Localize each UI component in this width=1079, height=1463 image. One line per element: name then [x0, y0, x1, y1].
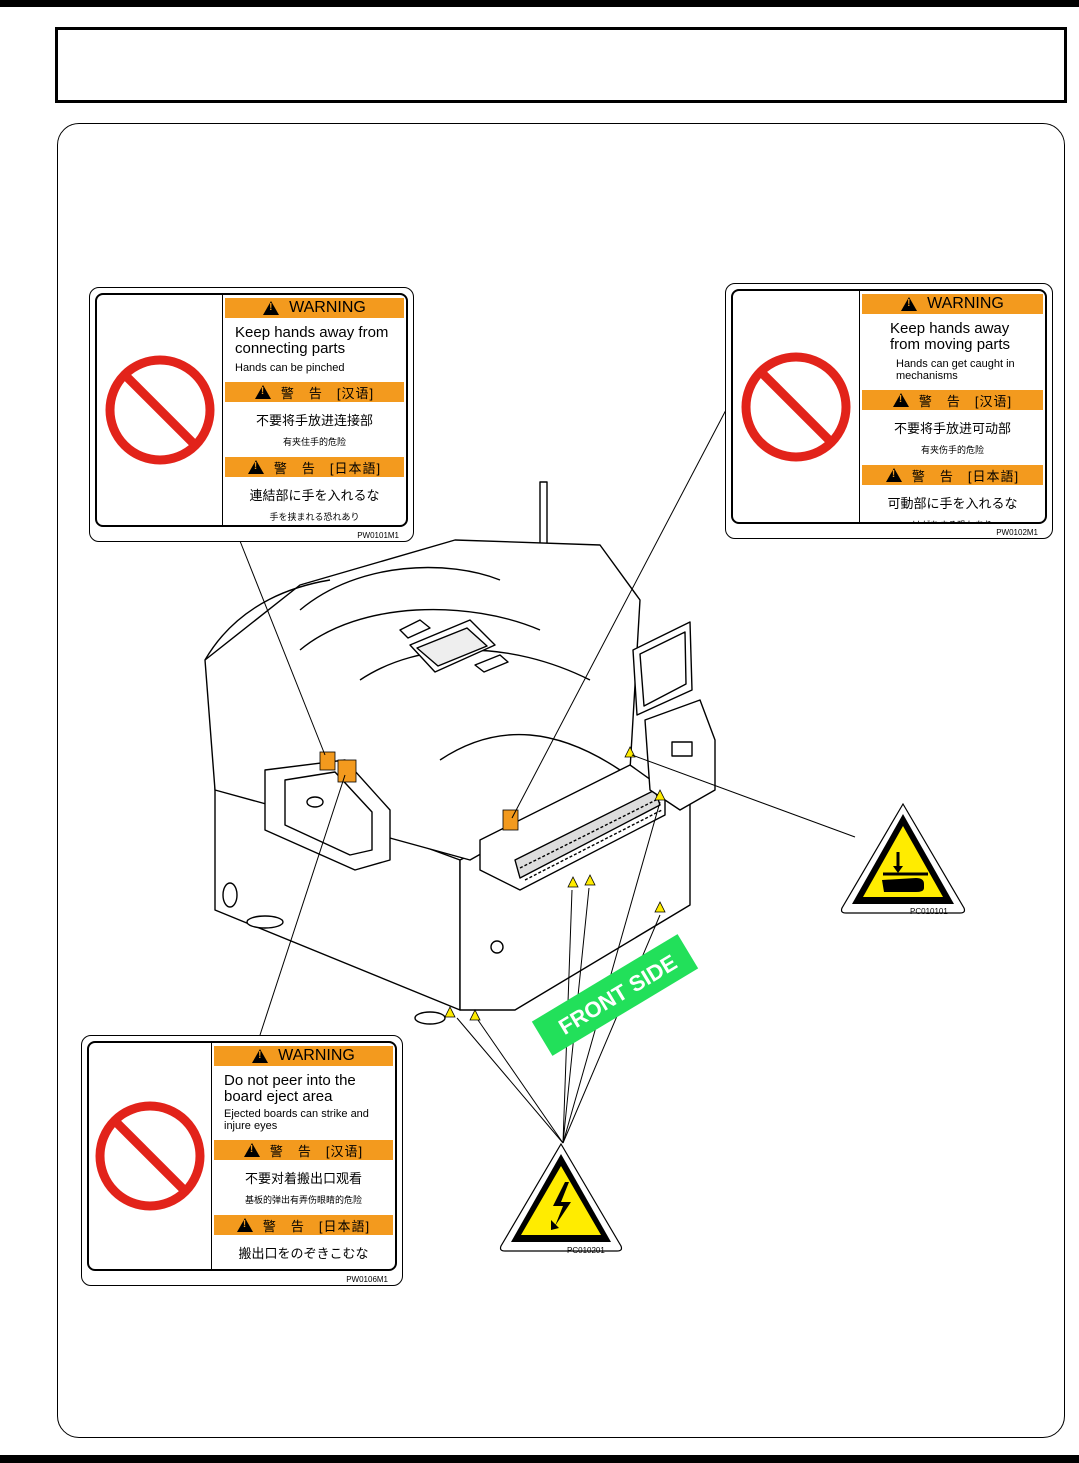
japanese-warning-band: 警 告 [日本語] [862, 465, 1043, 485]
chinese-detail: 有夹住手的危险 [282, 437, 346, 447]
main-frame [57, 123, 1065, 1438]
chinese-warning-band: 警 告 [汉语] [225, 382, 404, 402]
caution-label-pc010101: PC010101 [838, 800, 968, 920]
warning-message: Keep hands away from connecting parts [235, 324, 389, 357]
prohibition-icon [741, 352, 851, 461]
warning-triangle-icon [254, 385, 271, 399]
prohibition-icon-area [89, 1043, 212, 1269]
chinese-warning-band: 警 告 [汉语] [862, 390, 1043, 410]
japanese-detail: 手を挟まれる恐れあり [269, 512, 360, 522]
chinese-message: 不要对着搬出口观看 [244, 1171, 362, 1186]
chinese-detail: 基板的弹出有弄伤眼睛的危险 [244, 1195, 362, 1205]
warning-triangle-icon [263, 301, 280, 315]
warning-triangle-icon [236, 1218, 253, 1232]
warning-detail: Ejected boards can strike and injure eye… [224, 1108, 369, 1132]
japanese-warning-band: 警 告 [日本語] [214, 1215, 393, 1235]
warning-message: Keep hands away from moving parts [890, 320, 1011, 353]
chinese-detail: 有夹伤手的危险 [920, 445, 984, 455]
warning-triangle-icon [252, 1049, 269, 1063]
warning-label-pw0101m1: WARNING Keep hands away from connecting … [89, 287, 414, 542]
label-code: PW0102M1 [996, 528, 1038, 537]
warning-triangle-icon [892, 393, 909, 407]
japanese-warning-band: 警 告 [日本語] [225, 457, 404, 477]
japanese-message: 搬出口をのぞきこむな [238, 1246, 369, 1261]
warning-triangle-icon [885, 468, 902, 482]
front-side-band [531, 934, 699, 1056]
japanese-message: 連結部に手を入れるな [249, 488, 380, 503]
warning-label-pw0106m1: WARNING Do not peer into the board eject… [81, 1035, 403, 1286]
chinese-message: 不要将手放进可动部 [893, 421, 1011, 436]
label-code: PC010201 [567, 1246, 605, 1255]
warning-triangle-icon [901, 297, 918, 311]
japanese-detail: けがをする恐れあり [860, 512, 1045, 522]
warning-detail: Hands can get caught in mechanisms [896, 358, 1015, 382]
electric-shock-icon [499, 1142, 623, 1252]
warning-label-pw0102m1: WARNING Keep hands away from moving part… [725, 283, 1053, 539]
prohibition-icon [105, 355, 214, 465]
caution-label-pc010201: PC010201 [497, 1140, 625, 1260]
title-box [55, 27, 1067, 103]
bottom-rule [0, 1455, 1079, 1463]
label-code: PW0106M1 [346, 1275, 388, 1284]
prohibition-icon-area [733, 291, 860, 522]
warning-triangle-icon [243, 1143, 260, 1157]
chinese-message: 不要将手放进连接部 [255, 413, 373, 428]
prohibition-icon [95, 1101, 205, 1211]
warning-band: WARNING [214, 1046, 393, 1066]
chinese-warning-band: 警 告 [汉语] [214, 1140, 393, 1160]
top-rule [0, 0, 1079, 7]
prohibition-icon-area [97, 295, 223, 525]
warning-triangle-icon [247, 460, 264, 474]
japanese-message: 可動部に手を入れるな [887, 496, 1018, 511]
hand-pinch-icon [840, 802, 966, 914]
label-code: PW0101M1 [357, 531, 399, 540]
label-code: PC010101 [910, 907, 948, 916]
warning-detail: Hands can be pinched [235, 362, 345, 374]
japanese-detail: 基板で目にけがをする恐れあり [212, 1262, 395, 1269]
warning-band: WARNING [862, 294, 1043, 314]
warning-band: WARNING [225, 298, 404, 318]
warning-message: Do not peer into the board eject area [224, 1072, 356, 1105]
